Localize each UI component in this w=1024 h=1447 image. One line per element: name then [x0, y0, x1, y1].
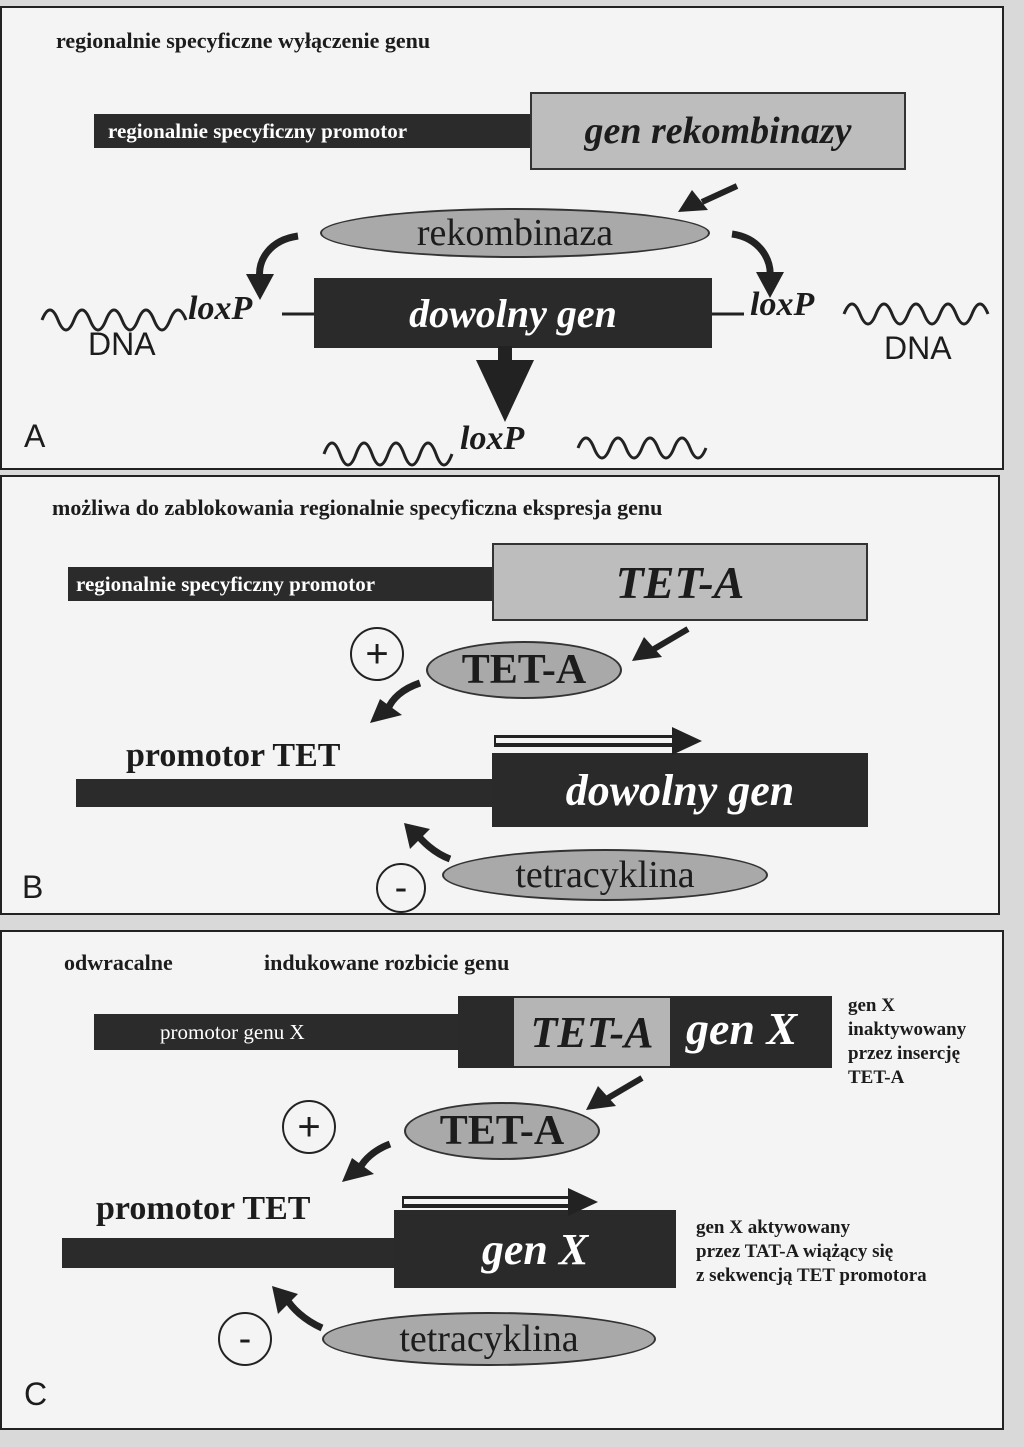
panel-a-connectors	[40, 183, 990, 467]
panel-c-promoter-bar: promotor genu X	[94, 1014, 464, 1050]
panel-b-plus-circle: +	[350, 627, 404, 681]
note-inactivated-line-2: inaktywowany	[848, 1019, 967, 1040]
panel-c-minus-sign: -	[238, 1317, 252, 1360]
panel-a: regionalnie specyficzne wyłączenie genu …	[0, 6, 1004, 470]
panel-c-plus-circle: +	[282, 1100, 336, 1154]
panel-b-target-gene-label: dowolny gen	[565, 765, 795, 815]
panel-c-tetracycline-label: tetracyklina	[399, 1318, 579, 1360]
panel-b-target-gene-box: dowolny gen	[492, 753, 868, 827]
dna-right-label: DNA	[884, 330, 952, 366]
panel-b-tetracycline-label: tetracyklina	[515, 854, 695, 896]
panel-a-letter: A	[24, 418, 46, 454]
panel-c-minus-circle: -	[218, 1312, 272, 1366]
tet-a-insert-box: TET-A	[514, 998, 670, 1066]
loxp-left-label: loxP	[188, 290, 253, 327]
panel-c-tet-promoter-bar	[62, 1238, 398, 1268]
panel-c: odwracalne indukowane rozbicie genu prom…	[0, 930, 1004, 1430]
panel-a-target-gene-label: dowolny gen	[409, 290, 617, 336]
tet-a-insert-label: TET-A	[530, 1007, 654, 1057]
recombinase-label: rekombinaza	[416, 212, 614, 254]
panel-b-title: możliwa do zablokowania regionalnie spec…	[52, 495, 663, 520]
note-activated-line-2: przez TAT-A wiążący się	[696, 1241, 894, 1262]
panel-c-title-part1: odwracalne	[64, 950, 173, 975]
dna-right-wave	[842, 302, 990, 326]
loxp-result-label: loxP	[460, 420, 525, 457]
gene-x-active-label: gen X	[481, 1224, 589, 1274]
note-inactivated-line-3: przez insercję	[848, 1043, 961, 1064]
panel-b-letter: B	[22, 869, 44, 905]
note-inactivated: gen X inaktywowany przez insercję TET-A	[848, 994, 966, 1090]
dna-left-wave	[40, 308, 188, 332]
note-inactivated-line-4: TET-A	[848, 1067, 905, 1088]
panel-c-tet-a-oval: TET-A	[404, 1102, 600, 1160]
tet-a-gene-label: TET-A	[615, 556, 745, 608]
note-inactivated-line-1: gen X	[848, 995, 895, 1016]
recombinase-gene-label: gen rekombinazy	[584, 110, 852, 152]
panel-b-promoter-label: regionalnie specyficzny promotor	[76, 571, 376, 596]
panel-b-minus-circle: -	[376, 863, 426, 913]
panel-b: możliwa do zablokowania regionalnie spec…	[0, 475, 1000, 915]
panel-b-tet-promoter-label: promotor TET	[126, 737, 341, 774]
panel-a-promoter-bar: regionalnie specyficzny promotor	[94, 114, 534, 148]
recombinase-oval: rekombinaza	[320, 208, 710, 258]
panel-c-tet-promoter-label: promotor TET	[96, 1190, 311, 1227]
panel-c-title-part2: indukowane rozbicie genu	[264, 950, 510, 975]
panel-b-plus-sign: +	[365, 631, 389, 676]
dna-left-label: DNA	[88, 326, 156, 362]
panel-b-tet-a-oval: TET-A	[426, 641, 622, 699]
note-activated-line-3: z sekwencją TET promotora	[696, 1265, 927, 1286]
panel-c-tetracycline-oval: tetracyklina	[322, 1312, 656, 1366]
gene-x-inactive-label: gen X	[686, 1003, 798, 1054]
loxp-right-label: loxP	[750, 286, 815, 323]
note-activated: gen X aktywowany przez TAT-A wiążący się…	[696, 1216, 927, 1288]
panel-c-promoter-label: promotor genu X	[160, 1019, 305, 1044]
tet-a-gene-box: TET-A	[492, 543, 868, 621]
panel-a-promoter-label: regionalnie specyficzny promotor	[108, 118, 408, 143]
panel-b-promoter-bar: regionalnie specyficzny promotor	[68, 567, 498, 601]
panel-a-title: regionalnie specyficzne wyłączenie genu	[56, 28, 431, 53]
dna-result-left-wave	[322, 441, 454, 467]
panel-b-tet-promoter-bar	[76, 779, 496, 807]
panel-c-letter: C	[24, 1376, 48, 1412]
dna-result-right-wave	[576, 436, 708, 460]
panel-c-connectors	[272, 1075, 644, 1332]
panel-a-target-gene-box: dowolny gen	[314, 278, 712, 348]
panel-b-minus-sign: -	[394, 866, 408, 909]
panel-c-tet-a-label: TET-A	[439, 1108, 565, 1154]
recombinase-gene-box: gen rekombinazy	[530, 92, 906, 170]
panel-c-plus-sign: +	[297, 1104, 321, 1149]
gene-x-active-box: gen X	[394, 1210, 676, 1288]
panel-b-tetracycline-oval: tetracyklina	[442, 849, 768, 901]
panel-b-connectors	[370, 626, 702, 863]
panel-b-tet-a-label: TET-A	[461, 647, 587, 693]
note-activated-line-1: gen X aktywowany	[696, 1217, 851, 1238]
